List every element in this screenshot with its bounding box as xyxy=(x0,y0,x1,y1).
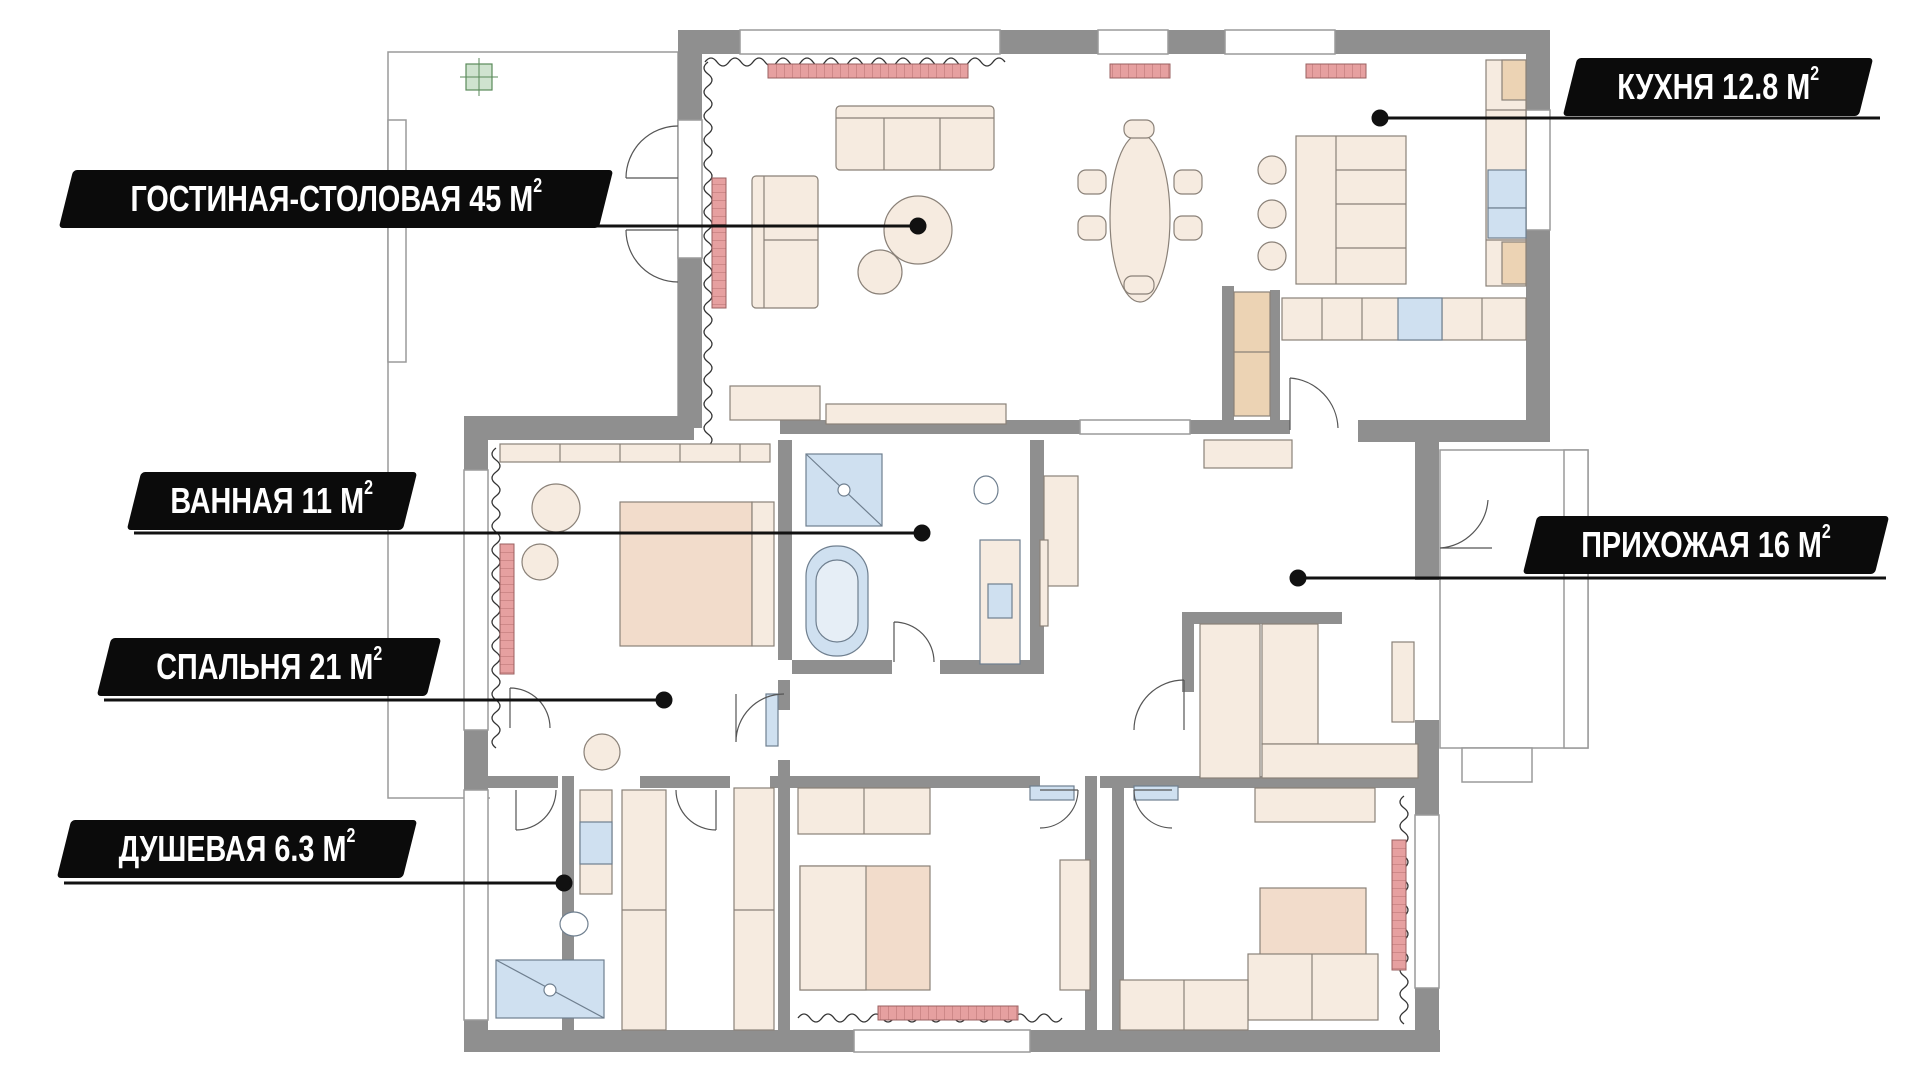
label-bath-name: ВАННАЯ xyxy=(170,480,294,521)
label-living-exp: 2 xyxy=(532,175,542,197)
marker-living xyxy=(909,217,927,235)
marker-bedroom xyxy=(655,691,673,709)
label-bath: ВАННАЯ 11 М2 xyxy=(126,472,418,530)
label-bath-exp: 2 xyxy=(364,477,374,499)
label-bath-area: 11 xyxy=(301,480,333,521)
label-shower-exp: 2 xyxy=(346,825,356,847)
label-bedroom-area: 21 xyxy=(309,646,342,687)
label-kitchen: КУХНЯ 12.8 М2 xyxy=(1562,58,1874,116)
marker-shower xyxy=(555,874,573,892)
label-shower: ДУШЕВАЯ 6.3 М2 xyxy=(56,820,418,878)
label-bedroom: СПАЛЬНЯ 21 М2 xyxy=(96,638,442,696)
balcony xyxy=(1439,449,1589,783)
label-living: ГОСТИНАЯ-СТОЛОВАЯ 45 М2 xyxy=(58,170,614,228)
label-kitchen-exp: 2 xyxy=(1810,63,1819,85)
doors xyxy=(509,125,1492,831)
label-hall-area: 16 xyxy=(1757,524,1790,565)
label-shower-area: 6.3 xyxy=(274,828,315,869)
label-bedroom-unit: М xyxy=(349,646,374,687)
label-hall-name: ПРИХОЖАЯ xyxy=(1581,524,1750,565)
label-bedroom-exp: 2 xyxy=(373,643,383,665)
label-living-unit: М xyxy=(508,178,533,219)
label-shower-name: ДУШЕВАЯ xyxy=(118,828,267,869)
radiators xyxy=(499,63,1407,1021)
kitchen-tall-units xyxy=(1233,59,1527,417)
label-bath-unit: М xyxy=(340,480,365,521)
marker-kitchen xyxy=(1371,109,1389,127)
walls xyxy=(464,30,1550,1052)
label-hall-exp: 2 xyxy=(1821,521,1831,543)
label-kitchen-name: КУХНЯ xyxy=(1617,66,1714,107)
label-bedroom-name: СПАЛЬНЯ xyxy=(155,646,302,687)
marker-bath xyxy=(913,524,931,542)
label-kitchen-unit: М xyxy=(1786,66,1811,107)
marker-hall xyxy=(1289,569,1307,587)
label-living-area: 45 xyxy=(468,178,501,219)
windows xyxy=(463,29,1551,1053)
label-living-name: ГОСТИНАЯ-СТОЛОВАЯ xyxy=(130,178,461,219)
label-shower-unit: М xyxy=(322,828,347,869)
label-hall-unit: М xyxy=(1797,524,1822,565)
label-kitchen-area: 12.8 xyxy=(1721,66,1779,107)
label-hall: ПРИХОЖАЯ 16 М2 xyxy=(1522,516,1890,574)
